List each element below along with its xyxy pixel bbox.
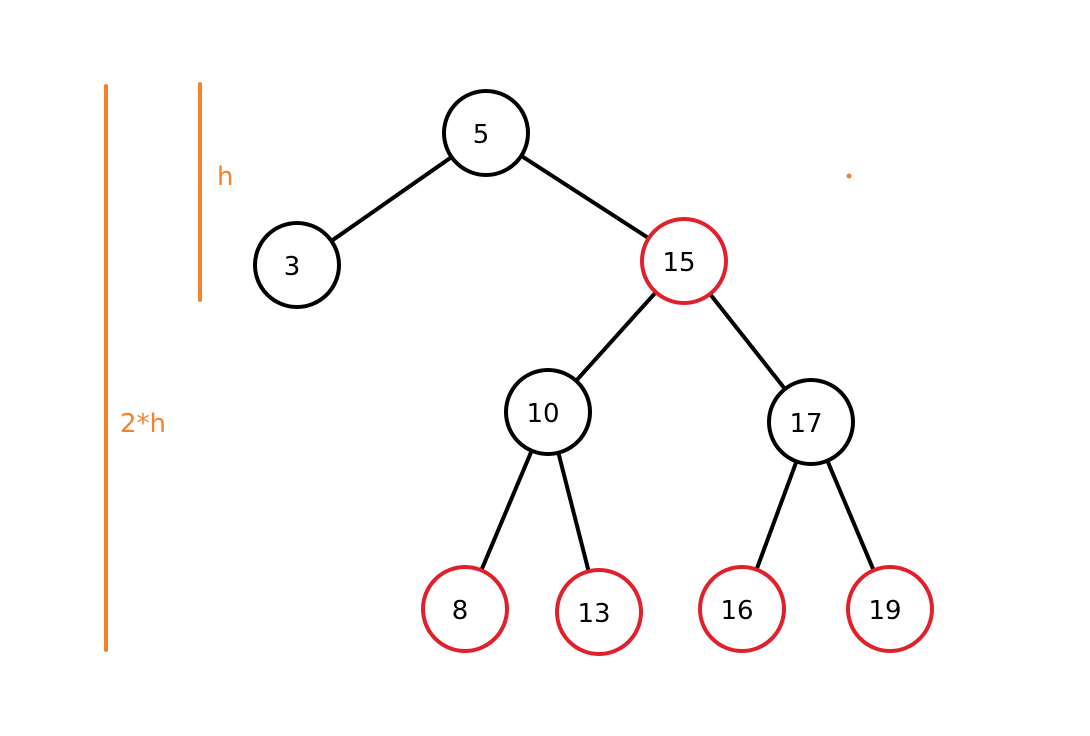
tree-node-8: 8 <box>421 565 509 653</box>
stray-dot <box>846 173 852 179</box>
tree-node-10: 10 <box>504 368 592 456</box>
tree-node-5: 5 <box>442 89 530 177</box>
tree-edge-n5-n3 <box>329 155 454 243</box>
tree-edge-n15-n10 <box>574 290 658 383</box>
node-label: 17 <box>789 409 822 439</box>
tree-nodes: 5 3 15 10 17 8 13 16 19 <box>253 89 934 656</box>
node-circle <box>442 89 530 177</box>
tree-edge-n17-n19 <box>825 458 876 573</box>
node-circle <box>555 568 643 656</box>
node-circle <box>846 565 934 653</box>
tree-edge-n5-n15 <box>519 153 651 241</box>
node-label: 15 <box>662 248 695 278</box>
tree-edges <box>329 153 876 574</box>
node-label: 19 <box>868 596 901 626</box>
tree-node-15: 15 <box>640 217 728 305</box>
node-circle <box>640 217 728 305</box>
node-label: 13 <box>577 599 610 629</box>
node-label: 10 <box>526 399 559 429</box>
tree-node-17: 17 <box>767 378 855 466</box>
node-label: 3 <box>284 252 301 282</box>
node-label: 8 <box>452 596 469 626</box>
tree-node-3: 3 <box>253 221 341 309</box>
long-height-label: 2*h <box>120 409 166 439</box>
node-circle <box>767 378 855 466</box>
node-circle <box>698 565 786 653</box>
tree-node-16: 16 <box>698 565 786 653</box>
short-height-label: h <box>217 162 233 192</box>
node-circle <box>253 221 341 309</box>
tree-node-13: 13 <box>555 568 643 656</box>
node-label: 5 <box>473 120 490 150</box>
tree-edge-n17-n16 <box>754 459 799 572</box>
tree-edge-n10-n13 <box>556 450 591 574</box>
node-label: 16 <box>720 596 753 626</box>
tree-edge-n10-n8 <box>479 448 534 573</box>
node-circle <box>504 368 592 456</box>
tree-node-19: 19 <box>846 565 934 653</box>
node-circle <box>421 565 509 653</box>
tree-edge-n15-n17 <box>708 291 787 392</box>
